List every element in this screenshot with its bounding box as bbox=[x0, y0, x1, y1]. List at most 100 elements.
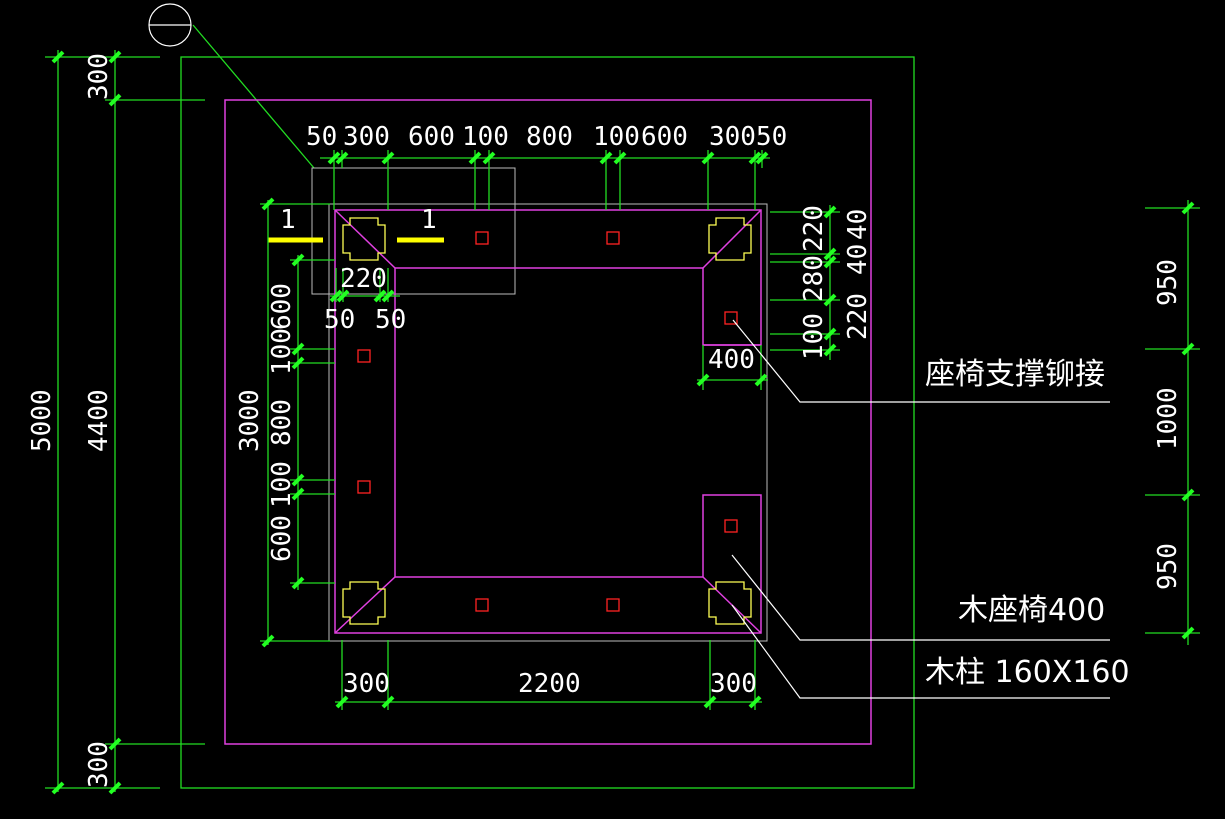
bolt-2 bbox=[606, 231, 620, 245]
bolt-4 bbox=[357, 480, 371, 494]
dim-left-total: 5000 bbox=[27, 389, 57, 452]
dim-corner-w: 220 bbox=[340, 264, 387, 294]
tick-3 bbox=[381, 151, 395, 165]
dim-corner-a: 50 bbox=[324, 305, 355, 335]
tick-1 bbox=[327, 151, 341, 165]
tick-4 bbox=[468, 151, 482, 165]
tick-27 bbox=[291, 487, 305, 501]
dimension-ticks bbox=[51, 50, 1195, 795]
tick-16 bbox=[51, 781, 65, 795]
tick-5 bbox=[482, 151, 496, 165]
dim-right-e: 220 bbox=[843, 293, 873, 340]
dim-right-f: 100 bbox=[799, 313, 829, 360]
dim-inner-c: 800 bbox=[267, 399, 297, 446]
dim-bottom-c: 300 bbox=[710, 669, 757, 699]
wood-post-1 bbox=[342, 217, 386, 261]
platform-outline bbox=[224, 99, 872, 745]
dim-right-c: 40 bbox=[843, 244, 873, 275]
tick-40 bbox=[754, 373, 768, 387]
wood-posts bbox=[342, 217, 752, 625]
section-mark-1: 1 1 bbox=[268, 205, 444, 243]
bench-bolts bbox=[357, 231, 738, 612]
tick-17 bbox=[108, 50, 122, 64]
note-bench: 木座椅400 bbox=[958, 593, 1105, 628]
dim-bottom-a: 300 bbox=[343, 669, 390, 699]
dim-right-a: 220 bbox=[799, 205, 829, 252]
tick-37 bbox=[823, 327, 837, 341]
tick-39 bbox=[696, 373, 710, 387]
tick-35 bbox=[823, 255, 837, 269]
wood-post-2 bbox=[708, 217, 752, 261]
tick-31 bbox=[373, 289, 387, 303]
dim-top-b: 300 bbox=[343, 122, 390, 152]
dim-corner-b: 50 bbox=[375, 305, 406, 335]
tick-42 bbox=[1181, 342, 1195, 356]
tick-36 bbox=[823, 293, 837, 307]
tick-43 bbox=[1181, 488, 1195, 502]
tick-7 bbox=[613, 151, 627, 165]
tick-41 bbox=[1181, 201, 1195, 215]
section-mark-left-label: 1 bbox=[280, 205, 296, 235]
dim-top-c: 600 bbox=[408, 122, 455, 152]
dim-left-all: 4400 bbox=[84, 389, 114, 452]
tick-22 bbox=[261, 634, 275, 648]
dim-side-c: 950 bbox=[1153, 543, 1183, 590]
dim-top-i: 50 bbox=[756, 122, 787, 152]
tick-12 bbox=[381, 695, 395, 709]
dim-side-b: 1000 bbox=[1153, 387, 1183, 450]
tick-34 bbox=[823, 247, 837, 261]
dim-top-g: 600 bbox=[641, 122, 688, 152]
dim-inner-e: 600 bbox=[267, 515, 297, 562]
tick-15 bbox=[51, 50, 65, 64]
dim-bottom-b: 2200 bbox=[518, 669, 581, 699]
tick-38 bbox=[823, 343, 837, 357]
bolt-5 bbox=[475, 598, 489, 612]
dim-inner-total: 3000 bbox=[235, 389, 265, 452]
roof-outline bbox=[328, 203, 768, 642]
detail-callout bbox=[148, 3, 315, 169]
dim-side-a: 950 bbox=[1153, 259, 1183, 306]
bench-outline bbox=[334, 209, 762, 634]
dim-top-a: 50 bbox=[306, 122, 337, 152]
dim-inner-d: 100 bbox=[267, 461, 297, 508]
tick-26 bbox=[291, 473, 305, 487]
section-mark-right-label: 1 bbox=[421, 205, 437, 235]
dim-top-e: 800 bbox=[526, 122, 573, 152]
bolt-7 bbox=[724, 311, 738, 325]
dim-right-g: 400 bbox=[708, 345, 755, 375]
tick-30 bbox=[336, 289, 350, 303]
dim-left-bottom: 300 bbox=[84, 741, 114, 788]
tick-21 bbox=[261, 197, 275, 211]
tick-44 bbox=[1181, 626, 1195, 640]
tick-19 bbox=[108, 737, 122, 751]
tick-13 bbox=[703, 695, 717, 709]
bolt-6 bbox=[606, 598, 620, 612]
tick-28 bbox=[291, 576, 305, 590]
wood-post-4 bbox=[708, 581, 752, 625]
outer-boundary bbox=[180, 56, 915, 789]
tick-8 bbox=[701, 151, 715, 165]
tick-33 bbox=[823, 205, 837, 219]
tick-20 bbox=[108, 781, 122, 795]
leader-lines bbox=[731, 319, 1110, 699]
dim-top-d: 100 bbox=[462, 122, 509, 152]
dim-inner-a: 600 bbox=[267, 283, 297, 330]
note-post: 木柱 160X160 bbox=[925, 655, 1130, 690]
tick-29 bbox=[329, 289, 343, 303]
wood-post-3 bbox=[342, 581, 386, 625]
dim-top-h: 300 bbox=[709, 122, 756, 152]
dim-right-b: 40 bbox=[843, 209, 873, 240]
tick-25 bbox=[291, 356, 305, 370]
tick-9 bbox=[748, 151, 762, 165]
detail-zoom-box bbox=[311, 167, 516, 295]
tick-14 bbox=[748, 695, 762, 709]
tick-18 bbox=[108, 93, 122, 107]
bolt-3 bbox=[357, 349, 371, 363]
tick-10 bbox=[755, 151, 769, 165]
dim-right-d: 280 bbox=[799, 255, 829, 302]
dim-inner-b: 100 bbox=[267, 328, 297, 375]
tick-11 bbox=[335, 695, 349, 709]
tick-2 bbox=[335, 151, 349, 165]
tick-6 bbox=[599, 151, 613, 165]
